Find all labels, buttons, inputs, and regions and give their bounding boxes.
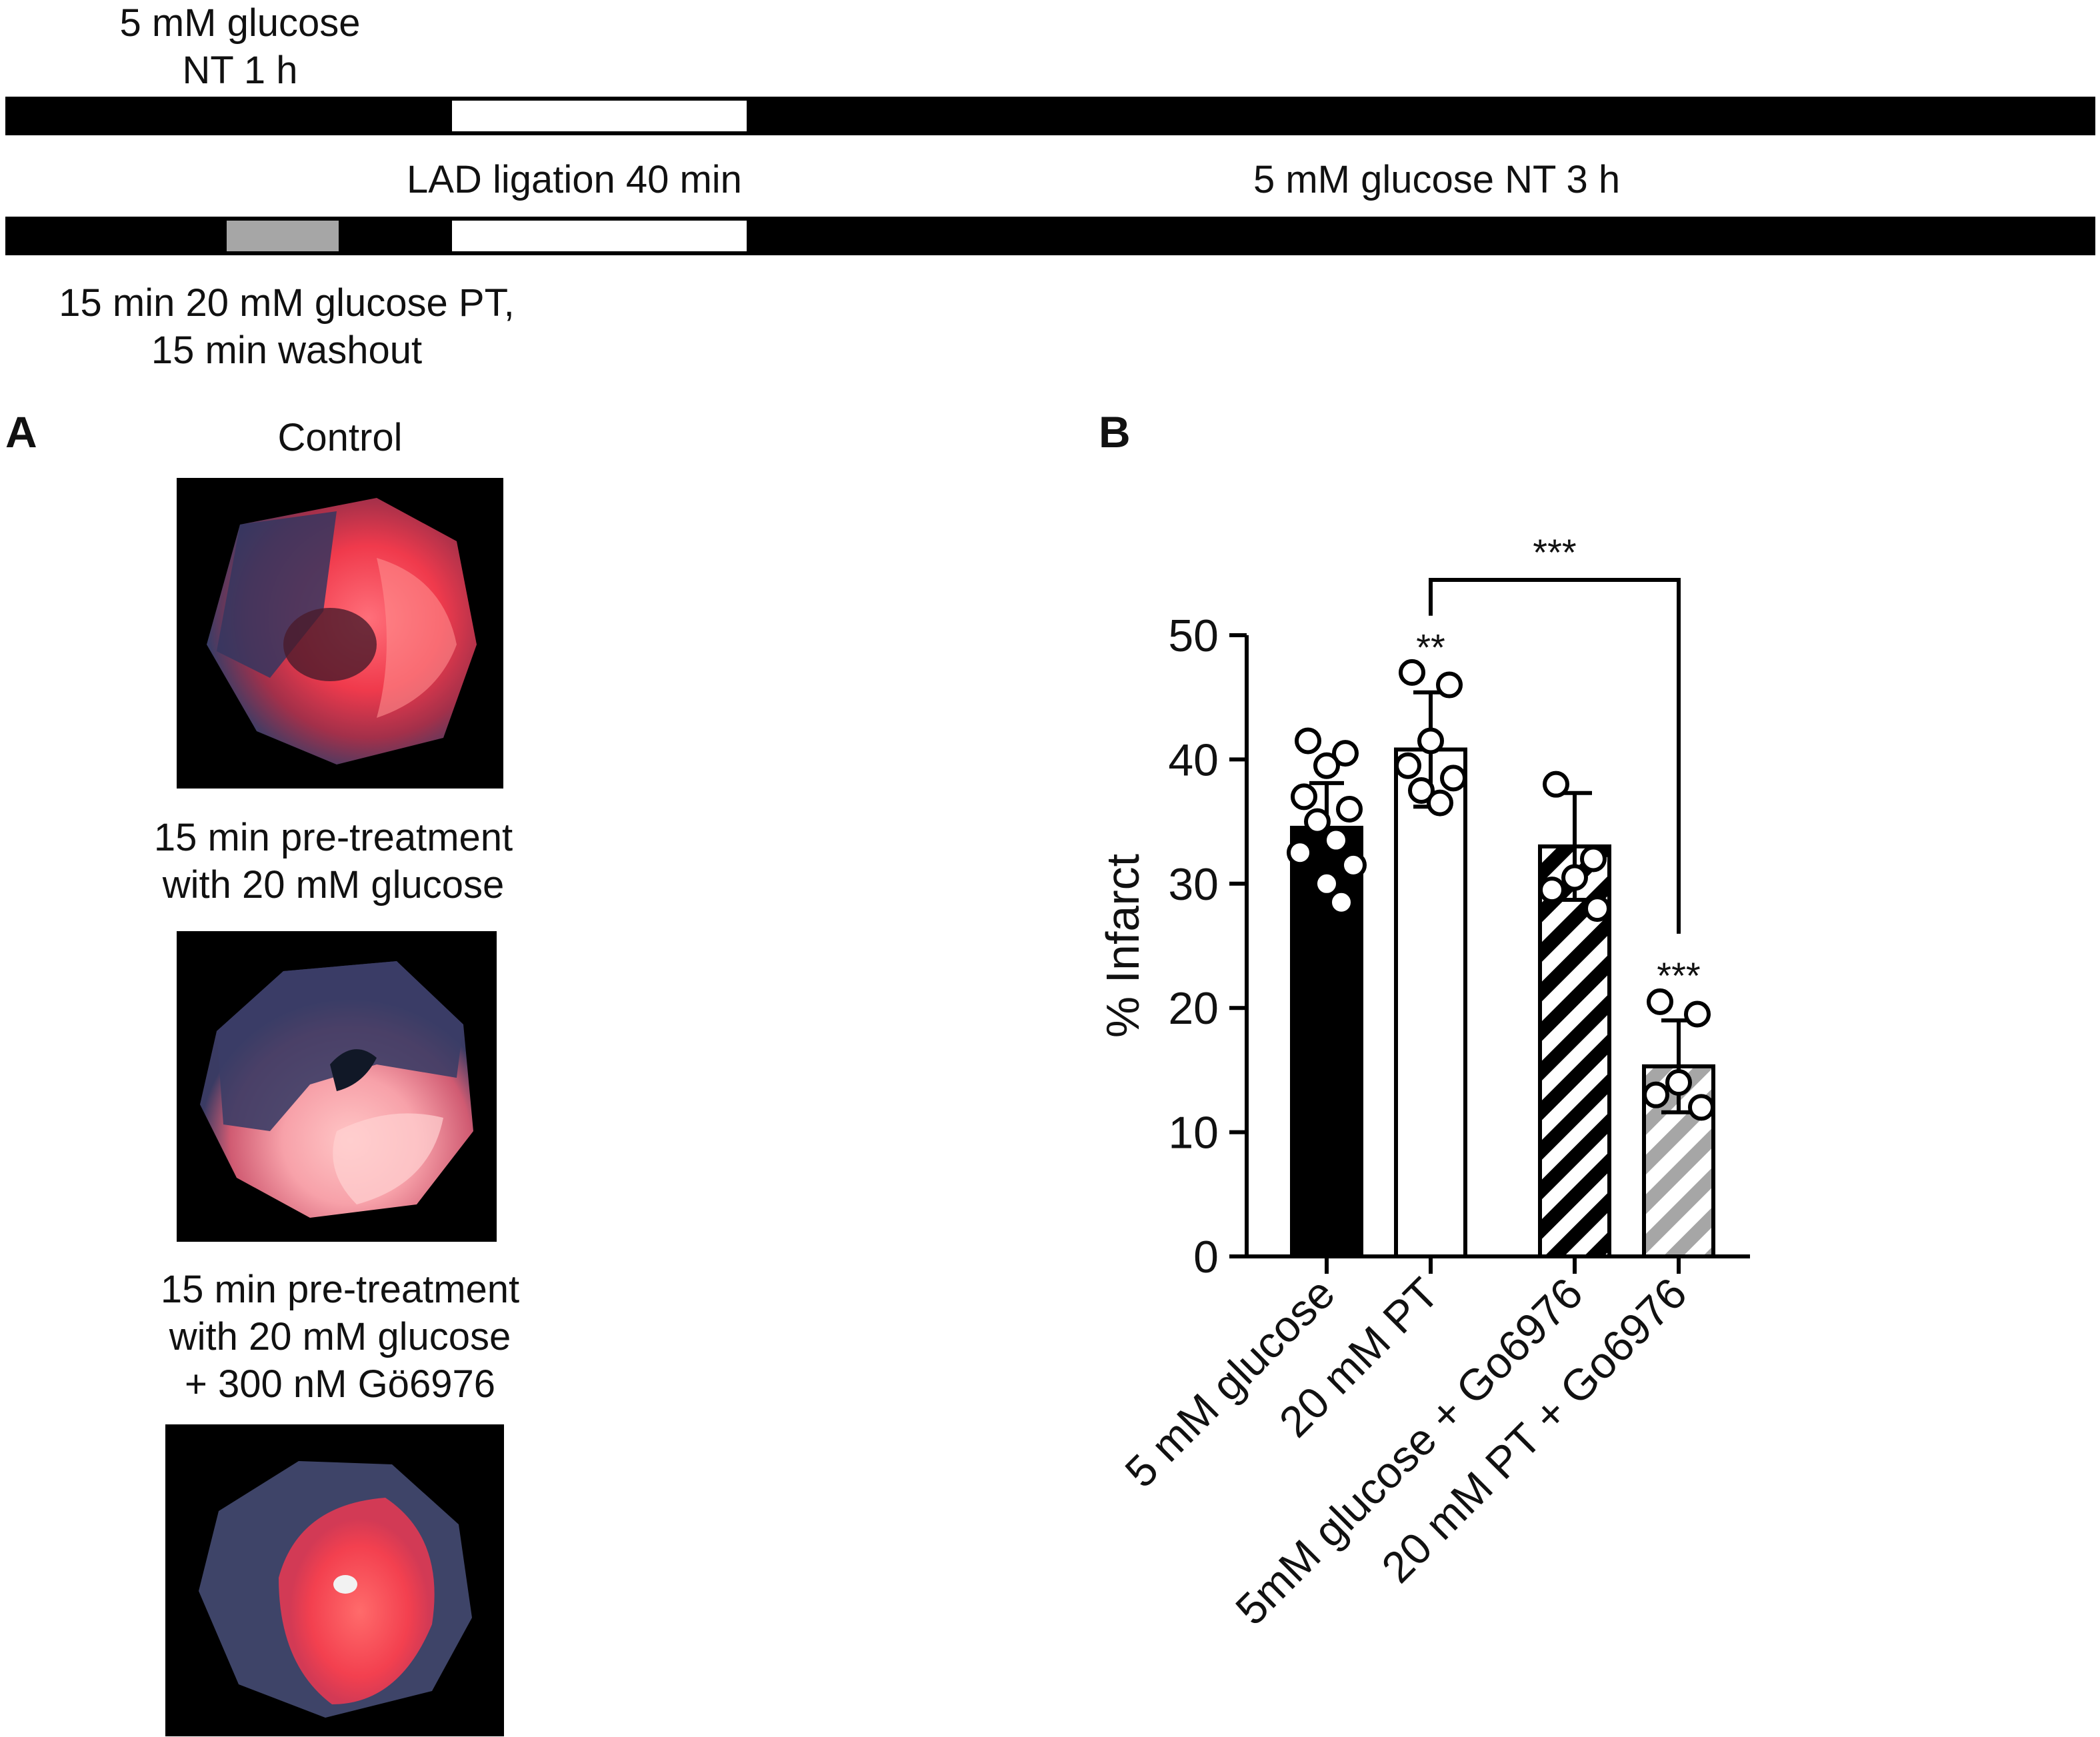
data-point: [1395, 752, 1421, 779]
protocol-pretreatment-segment: [227, 221, 339, 251]
caption-go6976: 15 min pre-treatment with 20 mM glucose …: [133, 1266, 547, 1408]
caption-pretreatment-line2: with 20 mM glucose: [162, 863, 505, 906]
data-point: [1665, 1069, 1692, 1096]
panel-a-letter: A: [5, 407, 37, 457]
heart-slice-pretreatment-drawing: [200, 961, 473, 1218]
data-point: [1647, 988, 1673, 1015]
significance-label-4: ***: [1657, 954, 1700, 996]
caption-pretreatment-line1: 15 min pre-treatment: [153, 816, 513, 859]
heart-slice-pretreatment-image: [177, 931, 497, 1242]
y-tick-label-40: 40: [1168, 735, 1219, 785]
heart-slice-control-image: [177, 478, 503, 789]
panel-b-letter: B: [1099, 407, 1131, 457]
y-tick-label-0: 0: [1193, 1232, 1219, 1282]
protocol-lad-ligation-label: LAD ligation 40 min: [407, 158, 742, 201]
data-point: [1336, 795, 1363, 823]
data-point: [1295, 727, 1321, 755]
data-point: [1328, 888, 1355, 916]
data-point: [1580, 845, 1607, 872]
data-point: [1427, 789, 1453, 817]
data-point: [1436, 671, 1463, 699]
protocol-pretreatment-line1: 15 min 20 mM glucose PT,: [59, 281, 515, 325]
protocol-ischemia-segment-pretreatment: [452, 221, 747, 251]
data-point: [1688, 1094, 1715, 1121]
y-tick-label-50: 50: [1168, 611, 1219, 661]
heart-slice-go6976-drawing: [199, 1461, 472, 1718]
data-point: [1291, 783, 1317, 811]
data-point: [1340, 851, 1367, 878]
data-point: [1684, 1000, 1711, 1028]
error-bars-layer: [1309, 690, 1696, 1114]
protocol-reperfusion-label: 5 mM glucose NT 3 h: [1253, 158, 1621, 201]
y-tick-label-20: 20: [1168, 983, 1219, 1034]
protocol-nt1h-label: 5 mM glucose NT 1 h: [100, 0, 380, 95]
data-point: [1643, 1081, 1669, 1108]
protocol-bar-pretreatment: [5, 217, 2095, 255]
significance-label-2: **: [1416, 627, 1445, 669]
protocol-nt1h-line2: NT 1 h: [182, 48, 298, 92]
heart-slice-go6976-image: [165, 1424, 504, 1736]
data-point: [1408, 777, 1435, 804]
data-point: [1584, 895, 1611, 922]
data-point: [1332, 740, 1359, 767]
y-tick-label-30: 30: [1168, 859, 1219, 910]
y-axis-title: % Infarct: [1097, 854, 1149, 1038]
caption-go6976-line1: 15 min pre-treatment: [160, 1268, 520, 1311]
caption-go6976-line2: with 20 mM glucose: [169, 1314, 511, 1358]
comparison-bracket: [1429, 578, 1681, 934]
bracket-label: ***: [1533, 531, 1576, 573]
data-point: [1313, 752, 1340, 779]
bar-2: [1394, 747, 1467, 1259]
protocol-ischemia-segment-control: [452, 101, 747, 131]
data-point: [1561, 864, 1588, 891]
protocol-pretreatment-label: 15 min 20 mM glucose PT, 15 min washout: [27, 280, 547, 375]
caption-go6976-line3: + 300 nM Gö6976: [185, 1362, 495, 1406]
data-point: [1417, 727, 1444, 755]
heart-slice-control-drawing: [207, 498, 477, 765]
caption-pretreatment: 15 min pre-treatment with 20 mM glucose: [120, 815, 547, 909]
data-point: [1539, 876, 1565, 904]
data-point: [1304, 808, 1331, 835]
axes-layer: [1229, 578, 1750, 1274]
data-points-layer: [1287, 659, 1715, 1121]
data-point: [1399, 659, 1425, 686]
y-tick-label-10: 10: [1168, 1108, 1219, 1158]
data-point: [1323, 827, 1349, 854]
data-point: [1287, 839, 1313, 867]
protocol-nt1h-line1: 5 mM glucose: [119, 1, 361, 45]
data-point: [1440, 765, 1467, 792]
data-point: [1313, 870, 1340, 897]
data-point: [1543, 771, 1569, 798]
protocol-pretreatment-line2: 15 min washout: [151, 328, 423, 372]
protocol-bar-control: [5, 97, 2095, 135]
caption-control: Control: [277, 416, 403, 459]
